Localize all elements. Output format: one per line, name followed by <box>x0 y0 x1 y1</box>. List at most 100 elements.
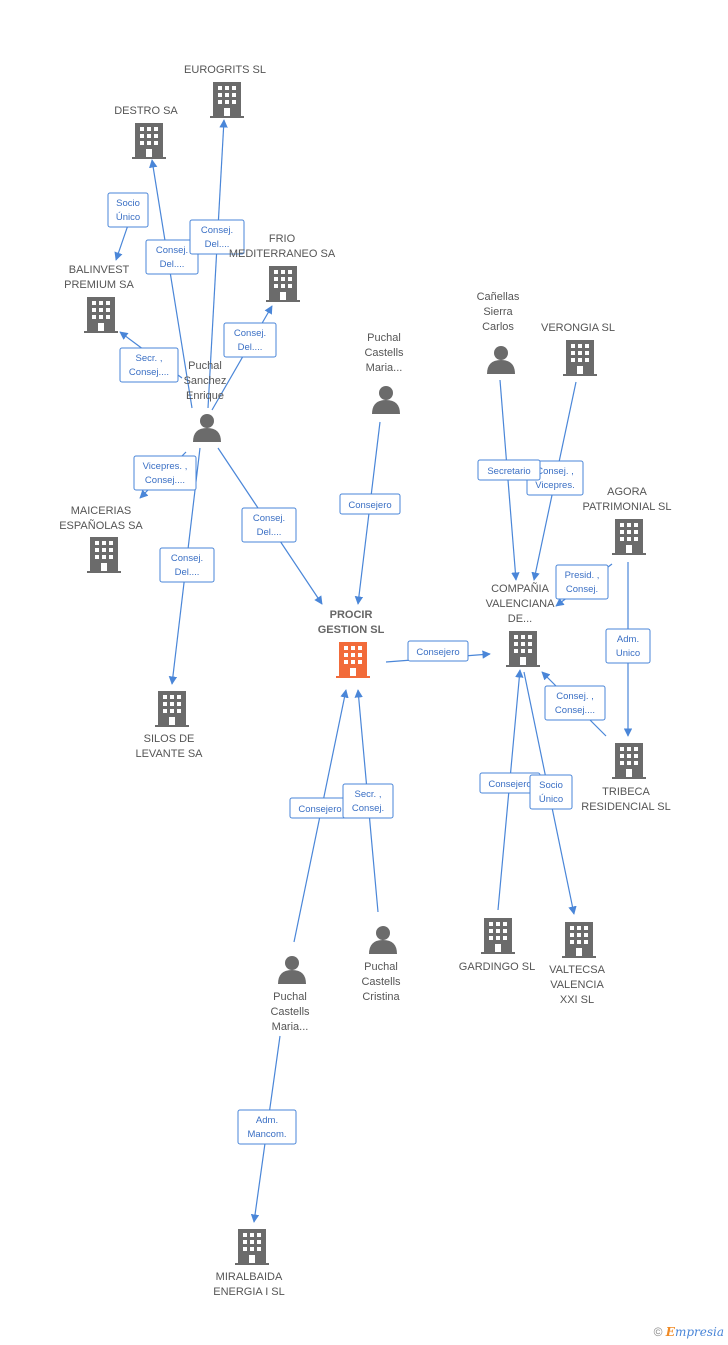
edge-label-e-enrique-frio[interactable]: Consej. Del.... <box>223 322 277 358</box>
node-label: Castells <box>270 1006 310 1018</box>
node-canellas[interactable]: Cañellas Sierra Carlos <box>477 291 520 374</box>
building-icon <box>210 82 244 118</box>
edge-label-e-mariatop-procir[interactable]: Consejero <box>339 493 401 515</box>
node-label: FRIO <box>269 233 296 245</box>
edge-label-line: Consej.... <box>129 367 169 378</box>
node-label: LEVANTE SA <box>135 748 203 760</box>
building-icon <box>266 266 300 302</box>
person-icon <box>278 956 306 984</box>
edge-label-e-verongia-compania[interactable]: Consej. , Vicepres. <box>526 460 584 496</box>
node-label: VALENCIA <box>550 979 604 991</box>
edge-label-e-tribeca-compania[interactable]: Consej. , Consej.... <box>544 685 606 721</box>
node-label: ENERGIA I SL <box>213 1286 285 1298</box>
edge-label-line: Socio <box>539 780 563 791</box>
node-maicerias[interactable]: MAICERIAS ESPAÑOLAS SA <box>59 505 143 573</box>
edge-label-e-destro-balinvest[interactable]: Socio Único <box>107 192 149 228</box>
node-label: GESTION SL <box>318 624 385 636</box>
node-label: PREMIUM SA <box>64 279 134 291</box>
node-label: Puchal <box>273 991 307 1003</box>
edge-label-line: Del.... <box>257 527 282 538</box>
edge-label-e-enrique-procir[interactable]: Consej. Del.... <box>241 507 297 543</box>
edge-label-line: Único <box>539 794 563 805</box>
node-verongia[interactable]: VERONGIA SL <box>541 322 615 376</box>
node-label: Castells <box>361 976 401 988</box>
node-balinvest[interactable]: BALINVEST PREMIUM SA <box>64 264 134 333</box>
nodes: EUROGRITS SL DESTRO SA FRIO MEDITERRANEO… <box>59 64 671 1298</box>
node-label: DESTRO SA <box>114 105 178 117</box>
edge-label-e-canellas-compania[interactable]: Secretario <box>477 459 541 481</box>
edge-label-e-enrique-destro[interactable]: Consej. Del.... <box>145 239 199 275</box>
edge-label-line: Consejero <box>348 500 391 511</box>
edge-label-line: Consej.... <box>555 705 595 716</box>
node-tribeca[interactable]: TRIBECA RESIDENCIAL SL <box>581 743 671 813</box>
node-label: PROCIR <box>330 609 373 621</box>
edge-label-line: Único <box>116 212 140 223</box>
edge-label-e-compania-valtecsa[interactable]: Socio Único <box>529 774 573 810</box>
edge-label-line: Vicepres. <box>535 480 574 491</box>
edge-label-e-agora-compania[interactable]: Presid. , Consej. <box>555 564 609 600</box>
node-label: MAICERIAS <box>71 505 132 517</box>
edge-label-e-enrique-eurogrits[interactable]: Consej. Del.... <box>189 219 245 255</box>
person-icon <box>487 346 515 374</box>
node-label: Maria... <box>272 1021 309 1033</box>
edge-label-line: Del.... <box>175 567 200 578</box>
node-puchal-maria-top[interactable]: Puchal Castells Maria... <box>364 332 404 414</box>
edges <box>114 119 633 1223</box>
edge-labels: Socio Único Consej. Del.... Consej. Del.… <box>107 192 651 1145</box>
edge-label-line: Secr. , <box>355 789 382 800</box>
edge-label-e-enrique-silos[interactable]: Consej. Del.... <box>159 547 215 583</box>
node-puchal-enrique[interactable]: Puchal Sanchez Enrique <box>184 360 227 442</box>
edge-label-line: Vicepres. , <box>143 461 188 472</box>
node-valtecsa[interactable]: VALTECSA VALENCIA XXI SL <box>549 922 606 1006</box>
node-label: VERONGIA SL <box>541 322 615 334</box>
edge-label-e-enrique-balinvest[interactable]: Secr. , Consej.... <box>119 347 179 383</box>
edge-label-line: Consej. <box>253 513 285 524</box>
node-procir[interactable]: PROCIR GESTION SL <box>318 609 385 678</box>
brand-logo[interactable]: Empresia <box>666 1325 724 1339</box>
node-puchal-maria-bottom[interactable]: Puchal Castells Maria... <box>270 956 310 1033</box>
edge-label-line: Consejero <box>416 647 459 658</box>
brand-logo-text: mpresia <box>674 1325 724 1339</box>
node-eurogrits[interactable]: EUROGRITS SL <box>184 64 266 118</box>
node-compania[interactable]: COMPAÑIA VALENCIANA DE... <box>486 582 556 667</box>
node-label: Enrique <box>186 390 224 402</box>
edge-label-e-mariabottom-procir[interactable]: Consejero <box>289 797 351 819</box>
node-label: VALENCIANA <box>486 598 556 610</box>
node-label: Castells <box>364 347 404 359</box>
node-puchal-cristina[interactable]: Puchal Castells Cristina <box>361 926 401 1003</box>
edge-label-e-mariabottom-miralbaida[interactable]: Adm. Mancom. <box>237 1109 297 1145</box>
node-miralbaida[interactable]: MIRALBAIDA ENERGIA I SL <box>213 1229 285 1298</box>
edge-label-e-agora-tribeca[interactable]: Adm. Unico <box>605 628 651 664</box>
node-label: Puchal <box>367 332 401 344</box>
node-label: Puchal <box>364 961 398 973</box>
edge-label-line: Consej. <box>234 328 266 339</box>
node-label: Cañellas <box>477 291 520 303</box>
node-label: Sierra <box>483 306 513 318</box>
node-label: SILOS DE <box>144 733 195 745</box>
node-frio[interactable]: FRIO MEDITERRANEO SA <box>229 233 336 302</box>
edge-label-line: Secr. , <box>136 353 163 364</box>
node-agora[interactable]: AGORA PATRIMONIAL SL <box>582 486 672 555</box>
edge-label-line: Consej. <box>156 245 188 256</box>
edge-label-line: Consej. , <box>556 691 594 702</box>
node-label: Maria... <box>366 362 403 374</box>
edge-label-e-procir-compania[interactable]: Consejero <box>407 640 469 662</box>
node-destro[interactable]: DESTRO SA <box>114 105 178 159</box>
edge-line <box>149 159 193 409</box>
building-icon <box>612 519 646 555</box>
edge-label-line: Mancom. <box>247 1129 286 1140</box>
edge-label-line: Consejero <box>488 779 531 790</box>
building-icon <box>612 743 646 779</box>
person-icon <box>193 414 221 442</box>
person-icon <box>372 386 400 414</box>
node-gardingo[interactable]: GARDINGO SL <box>459 918 535 973</box>
edge-label-line: Presid. , <box>565 570 600 581</box>
building-icon <box>336 642 370 678</box>
person-icon <box>369 926 397 954</box>
node-silos[interactable]: SILOS DE LEVANTE SA <box>135 691 203 760</box>
edge-label-e-enrique-maicerias[interactable]: Vicepres. , Consej.... <box>133 455 197 491</box>
building-icon <box>481 918 515 954</box>
edge-label-e-cristina-procir[interactable]: Secr. , Consej. <box>342 783 394 819</box>
edge-label-line: Del.... <box>238 342 263 353</box>
